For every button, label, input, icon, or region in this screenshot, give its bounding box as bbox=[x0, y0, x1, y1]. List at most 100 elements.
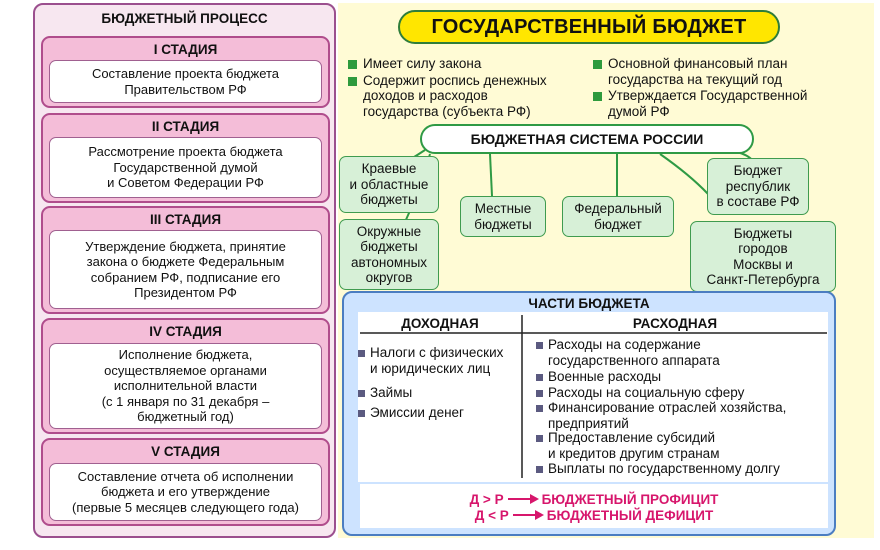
text-line: государства на текущий год bbox=[608, 71, 783, 87]
text-line: Выплаты по государственному долгу bbox=[548, 461, 780, 476]
text-line: и кредитов другим странам bbox=[548, 446, 720, 461]
text-line: Составление отчета об исполнении bbox=[77, 468, 294, 484]
bullet-icon bbox=[536, 342, 543, 349]
budget-properties-right: Основной финансовый план государства на … bbox=[593, 56, 845, 119]
budget-system-title: БЮДЖЕТНАЯ СИСТЕМА РОССИИ bbox=[420, 124, 754, 154]
text-line: Имеет силу закона bbox=[363, 56, 482, 71]
budget-process-title: БЮДЖЕТНЫЙ ПРОЦЕСС bbox=[101, 10, 268, 26]
stage-description: Исполнение бюджета, осуществляемое орган… bbox=[49, 343, 322, 429]
stage-3: III СТАДИЯ Утверждение бюджета, принятие… bbox=[41, 206, 330, 314]
text-line: Правительством РФ bbox=[124, 81, 247, 97]
text-line: Утверждается Государственной bbox=[608, 88, 808, 103]
bullet-icon bbox=[358, 410, 365, 417]
text-line: думой РФ bbox=[608, 103, 670, 119]
bullet-icon bbox=[358, 350, 365, 357]
bullet-icon bbox=[348, 76, 357, 86]
stage-4: IV СТАДИЯ Исполнение бюджета, осуществля… bbox=[41, 318, 330, 434]
income-item: Эмиссии денег bbox=[358, 405, 535, 421]
bullet-icon bbox=[536, 466, 543, 473]
text-line: Содержит роспись денежных bbox=[363, 72, 547, 88]
text-line: Налоги с физических bbox=[370, 345, 504, 360]
stage-5: V СТАДИЯ Составление отчета об исполнени… bbox=[41, 438, 330, 526]
text-line: Исполнение бюджета, bbox=[118, 347, 253, 363]
text-line: и юридических лиц bbox=[370, 361, 491, 376]
text-line: Местные bbox=[474, 201, 532, 216]
bullet-icon bbox=[348, 60, 357, 69]
text-line: Рассмотрение проекта бюджета bbox=[88, 144, 283, 160]
stage-title: I СТАДИЯ bbox=[153, 41, 218, 57]
text-line: предприятий bbox=[548, 416, 629, 431]
bullet-icon bbox=[358, 390, 365, 397]
stage-description: Утверждение бюджета, принятие закона о б… bbox=[49, 230, 322, 309]
text-line: Расходы на социальную сферу bbox=[548, 385, 745, 400]
expense-item: Финансирование отраслей хозяйства, предп… bbox=[536, 400, 840, 432]
text-line: закона о бюджете Федеральным bbox=[86, 254, 285, 269]
expense-item: Выплаты по государственному долгу bbox=[536, 461, 840, 477]
text-line: Федеральный bbox=[574, 201, 662, 216]
cities-budgets-box: Бюджеты городов Москвы и Санкт-Петербург… bbox=[690, 221, 836, 292]
text-line: бюджета и его утверждение bbox=[101, 484, 270, 500]
text-line: бюджеты bbox=[360, 239, 418, 254]
stage-description: Составление отчета об исполнении бюджета… bbox=[49, 463, 322, 521]
text-line: Президентом РФ bbox=[134, 285, 237, 300]
text-line: Эмиссии денег bbox=[370, 405, 464, 420]
budget-parts-title: ЧАСТИ БЮДЖЕТА bbox=[528, 295, 650, 311]
bullet-icon bbox=[593, 60, 602, 69]
text-line: (первые 5 месяцев следующего года) bbox=[71, 499, 299, 515]
text-line: бюджет bbox=[594, 216, 642, 232]
stage-description: Рассмотрение проекта бюджета Государстве… bbox=[49, 137, 322, 198]
text-line: осуществляемое органами bbox=[104, 362, 267, 378]
formula-result: БЮДЖЕТНЫЙ ПРОФИЦИТ bbox=[541, 491, 719, 507]
text-line: Финансирование отраслей хозяйства, bbox=[548, 400, 787, 415]
bullet-icon bbox=[593, 92, 602, 101]
bullet-icon bbox=[536, 374, 543, 381]
text-line: государственного аппарата bbox=[548, 353, 720, 368]
expense-item: Расходы на содержание государственного а… bbox=[536, 337, 840, 369]
regional-budgets-box: Краевые и областные бюджеты bbox=[339, 156, 439, 213]
property-item: Содержит роспись денежных доходов и расх… bbox=[348, 73, 588, 120]
stage-title: II СТАДИЯ bbox=[151, 118, 220, 134]
local-budgets-box: Местные бюджеты bbox=[460, 196, 546, 237]
text-line: Военные расходы bbox=[548, 369, 662, 384]
expense-item: Военные расходы bbox=[536, 369, 840, 385]
stage-description: Составление проекта бюджета Правительств… bbox=[49, 60, 322, 103]
budget-properties-left: Имеет силу закона Содержит роспись денеж… bbox=[348, 56, 588, 119]
property-item: Имеет силу закона bbox=[348, 56, 588, 72]
text-line: автономных bbox=[350, 254, 428, 270]
bullet-icon bbox=[536, 405, 543, 412]
text-line: Бюджеты bbox=[733, 225, 793, 241]
text-line: и Советом Федерации РФ bbox=[107, 175, 264, 191]
text-line: Утверждение бюджета, принятие bbox=[85, 238, 286, 254]
text-line: Окружные bbox=[356, 223, 422, 239]
formula-condition: Д < Р bbox=[474, 507, 509, 523]
income-column-header: ДОХОДНАЯ bbox=[401, 315, 479, 331]
text-line: Основной финансовый план bbox=[608, 56, 788, 71]
formula-panel bbox=[360, 484, 828, 528]
budget-parts-table bbox=[358, 312, 828, 482]
expense-item: Расходы на социальную сферу bbox=[536, 385, 840, 401]
text-line: республик bbox=[725, 178, 791, 194]
formula-condition: Д > Р bbox=[469, 491, 504, 507]
expense-column-header: РАСХОДНАЯ bbox=[632, 315, 718, 331]
text-line: городов bbox=[738, 241, 788, 256]
state-budget-title: ГОСУДАРСТВЕННЫЙ БЮДЖЕТ bbox=[398, 10, 780, 44]
text-line: в составе РФ bbox=[716, 194, 800, 210]
stage-1: I СТАДИЯ Составление проекта бюджета Пра… bbox=[41, 36, 330, 108]
text-line: Составление проекта бюджета bbox=[91, 66, 280, 81]
arrow-right-icon bbox=[507, 494, 539, 504]
text-line: Бюджет bbox=[733, 163, 783, 179]
stage-title: IV СТАДИЯ bbox=[149, 323, 222, 339]
stage-title: III СТАДИЯ bbox=[149, 211, 222, 227]
text-line: Москвы и bbox=[733, 256, 793, 272]
text-line: исполнительной власти bbox=[113, 378, 258, 394]
text-line: собранием РФ, подписание его bbox=[90, 269, 281, 285]
text-line: Расходы на содержание bbox=[548, 337, 701, 352]
income-item: Налоги с физических и юридических лиц bbox=[358, 345, 535, 377]
text-line: Краевые bbox=[361, 161, 417, 177]
text-line: (с 1 января по 31 декабря – bbox=[101, 393, 270, 409]
arrow-right-icon bbox=[512, 510, 544, 520]
formula-result: БЮДЖЕТНЫЙ ДЕФИЦИТ bbox=[546, 507, 714, 523]
district-budgets-box: Окружные бюджеты автономных округов bbox=[339, 219, 439, 290]
income-item: Займы bbox=[358, 385, 535, 401]
